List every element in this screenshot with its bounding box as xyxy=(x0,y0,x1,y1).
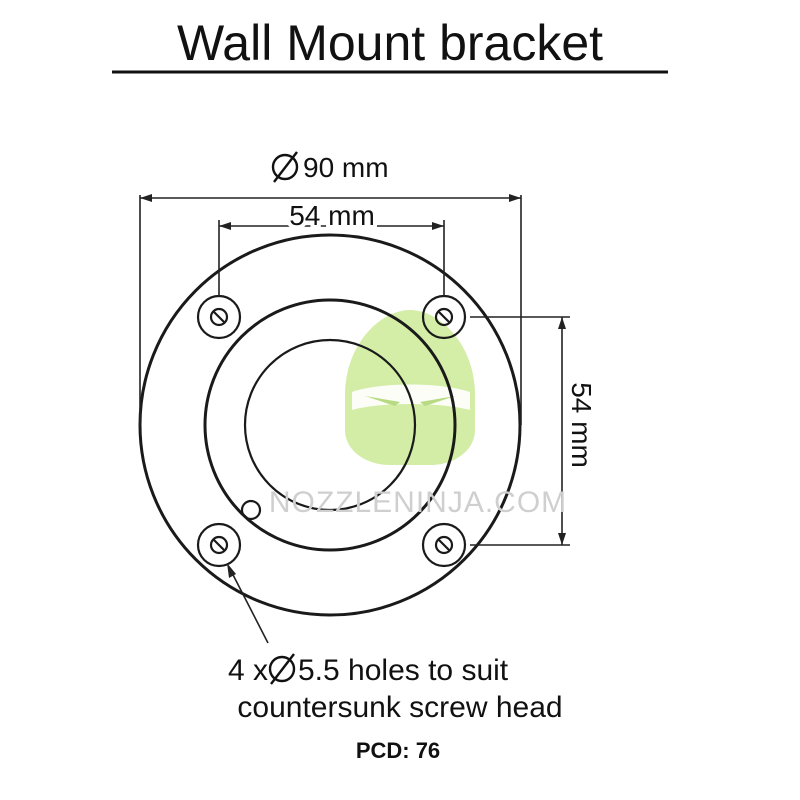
page-title: Wall Mount bracket xyxy=(177,15,603,71)
small-locating-hole xyxy=(240,499,262,521)
hole-note-count: 4 x xyxy=(228,654,268,687)
horizontal-hole-spacing-dimension xyxy=(218,220,445,296)
mounting-hole-top-left xyxy=(196,294,242,340)
center-bore xyxy=(243,338,417,512)
hole-leader-line xyxy=(227,563,269,644)
pcd-label: PCD: 76 xyxy=(356,738,440,763)
vertical-hole-spacing-dimension xyxy=(470,316,570,546)
watermark-text: NOZZLENINJA.COM xyxy=(269,486,567,519)
outer-diameter-dimension xyxy=(139,194,522,425)
hole-note-line1: 4 x xyxy=(228,654,268,687)
hole-note-spec: 5.5 holes to suit xyxy=(298,654,509,687)
diameter-symbol-icon xyxy=(271,151,299,183)
watermark-ninja-logo-icon xyxy=(345,310,475,465)
hole-note-diameter-symbol-icon xyxy=(268,653,296,685)
inner-boss-ring xyxy=(203,298,457,552)
outer-diameter-label: 90 mm xyxy=(271,151,389,183)
vertical-hole-spacing-label: 54 mm xyxy=(566,382,597,468)
outer-diameter-value: 90 mm xyxy=(303,152,389,183)
hole-note-line2: countersunk screw head xyxy=(237,691,562,724)
mounting-hole-bottom-left xyxy=(196,522,242,568)
horizontal-hole-spacing-label: 54 mm xyxy=(289,200,375,231)
mounting-hole-bottom-right xyxy=(421,522,467,568)
